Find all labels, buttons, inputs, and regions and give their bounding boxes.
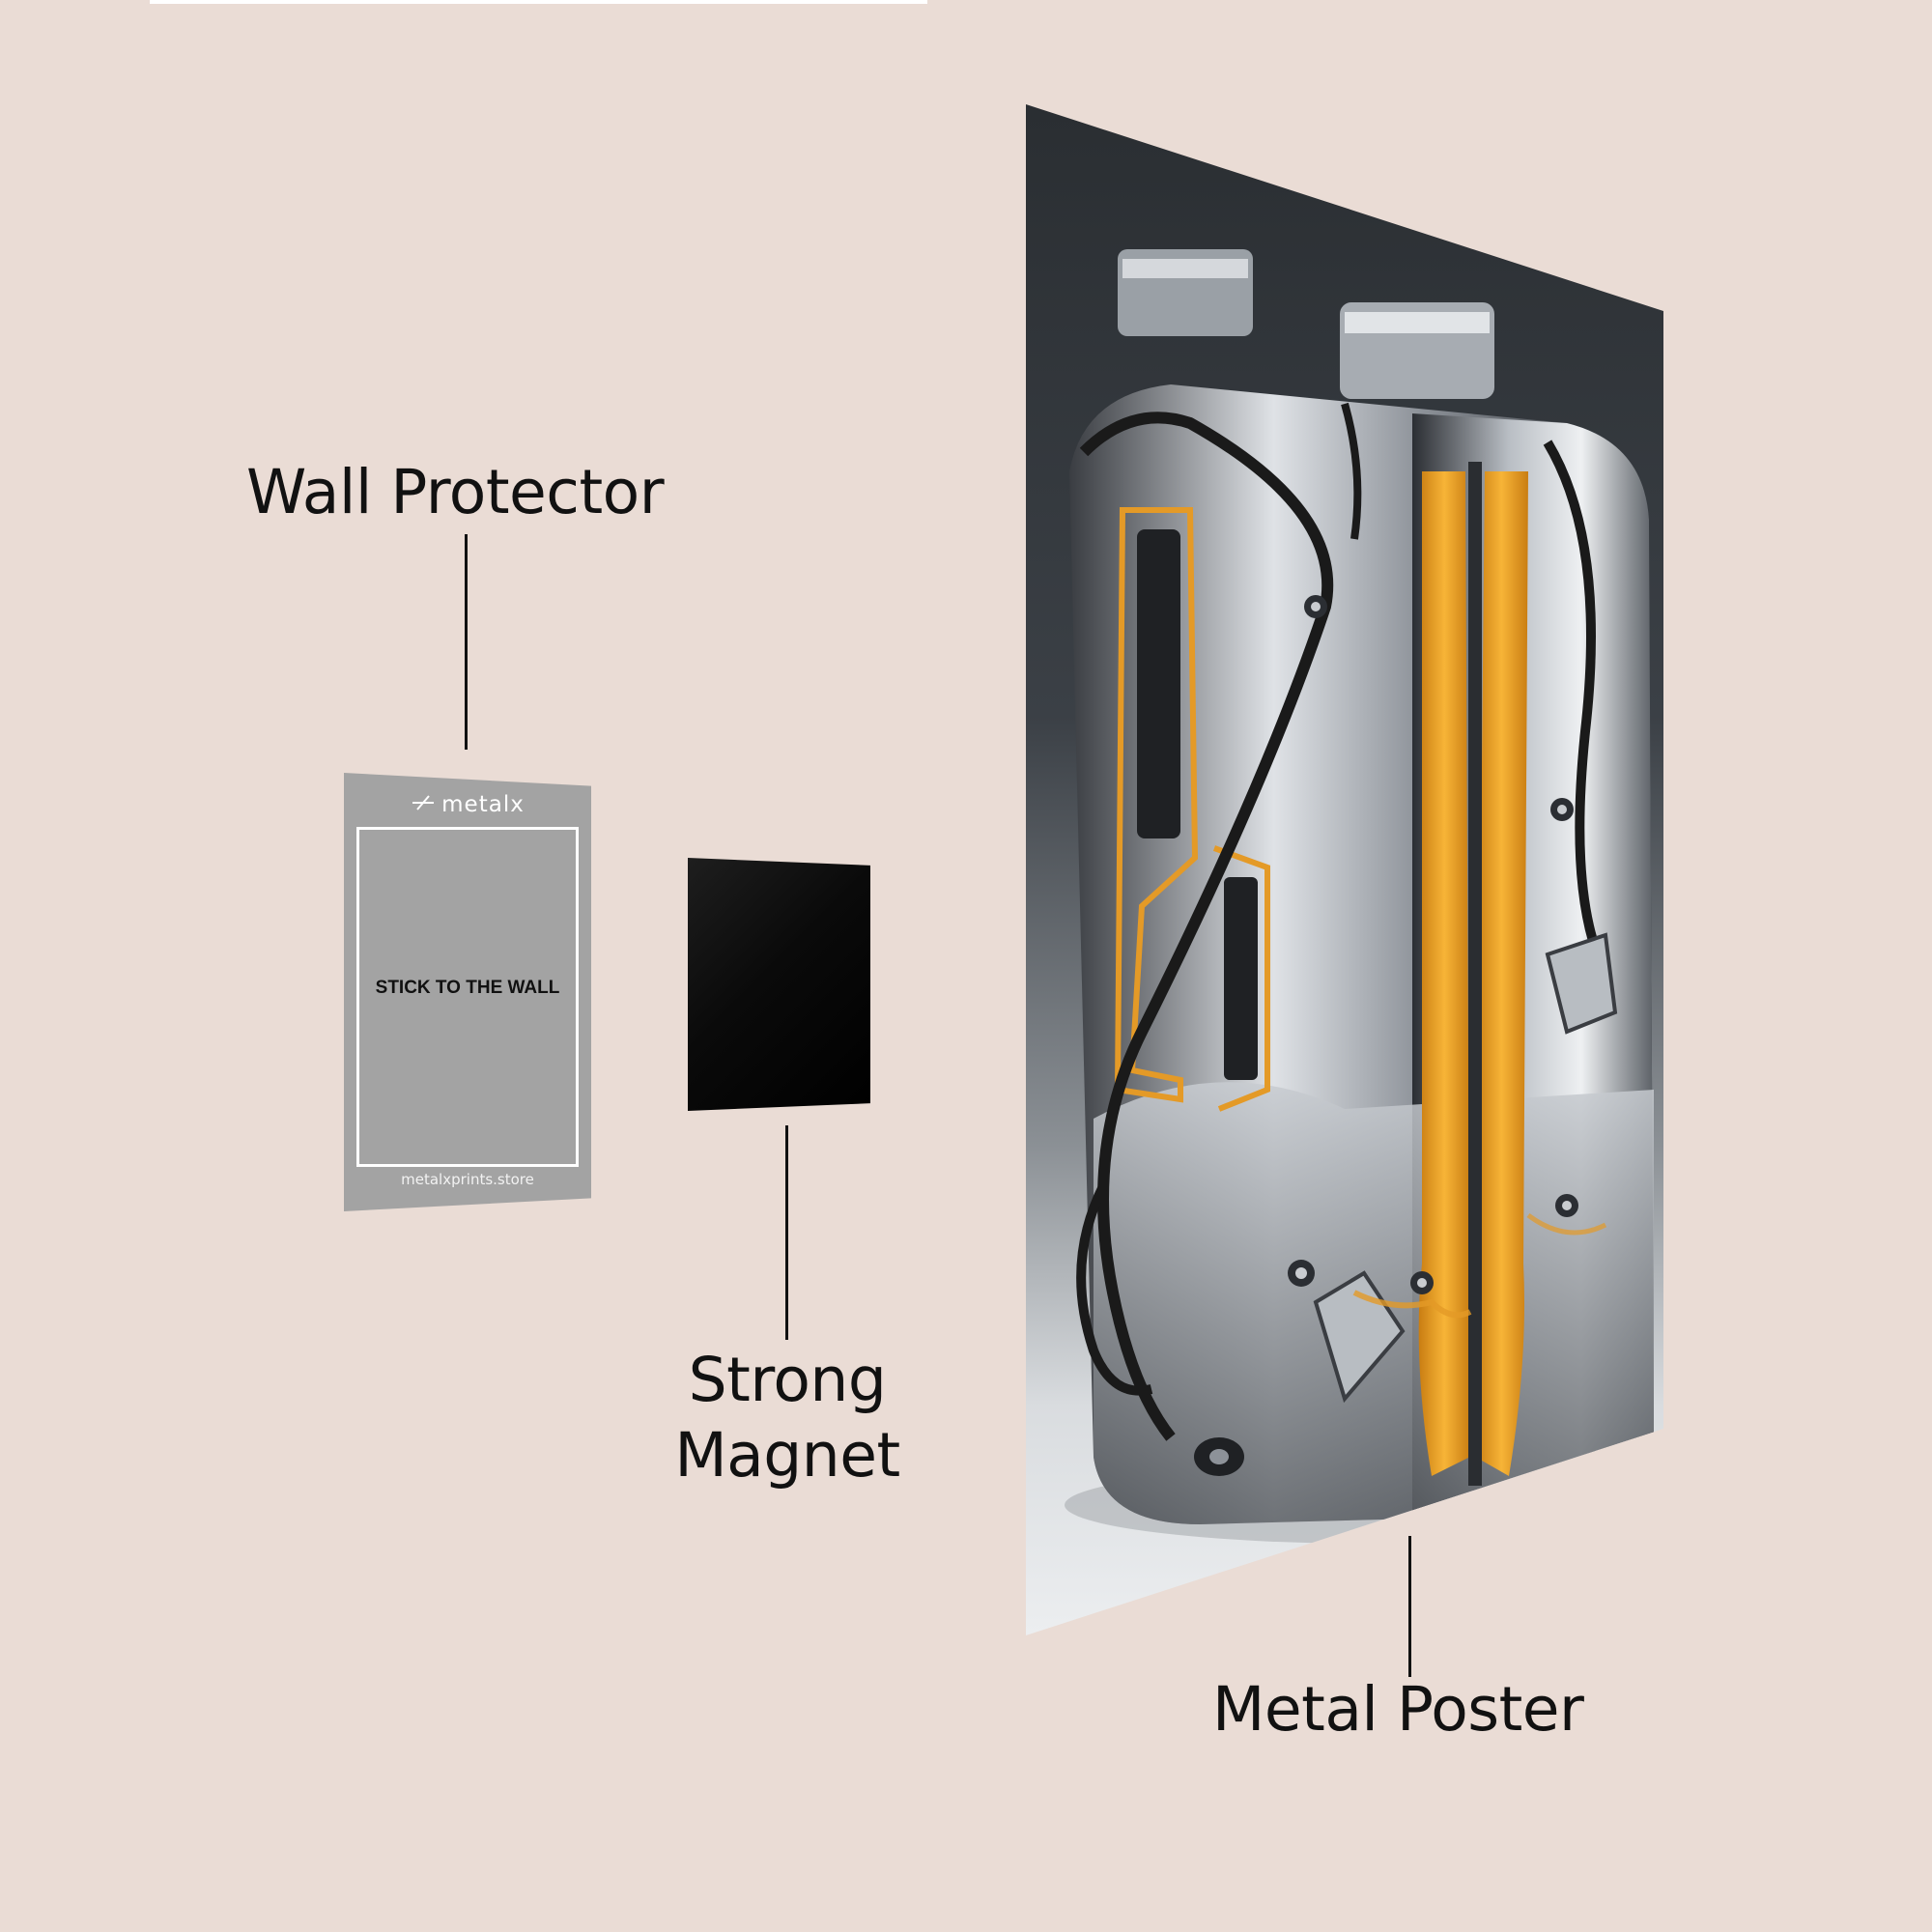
poster-artwork: [1065, 249, 1663, 1544]
metal-poster-label: Metal Poster: [1212, 1674, 1584, 1745]
top-edge-strip: [150, 0, 927, 4]
strong-magnet-label-line2: Magnet: [674, 1420, 900, 1491]
strong-magnet-leader-line: [785, 1125, 788, 1340]
protector-brand-text: metalx: [441, 792, 525, 817]
strong-magnet: [688, 858, 870, 1111]
protector-brand: metalx: [344, 792, 591, 817]
wall-protector-leader-line: [465, 534, 468, 750]
wall-protector-label: Wall Protector: [246, 457, 665, 527]
strong-magnet-label-line1: Strong: [688, 1345, 887, 1415]
strong-magnet-label: Strong Magnet: [628, 1343, 947, 1493]
metal-poster: [1026, 104, 1663, 1635]
stick-to-wall-text: STICK TO THE WALL: [375, 978, 560, 998]
protector-url: metalxprints.store: [401, 1171, 534, 1188]
metalx-logo-icon: [411, 792, 436, 817]
protector-frame: [356, 827, 579, 1167]
wall-protector-card: metalx STICK TO THE WALL metalxprints.st…: [344, 773, 591, 1211]
metal-poster-leader-line: [1408, 1536, 1411, 1677]
